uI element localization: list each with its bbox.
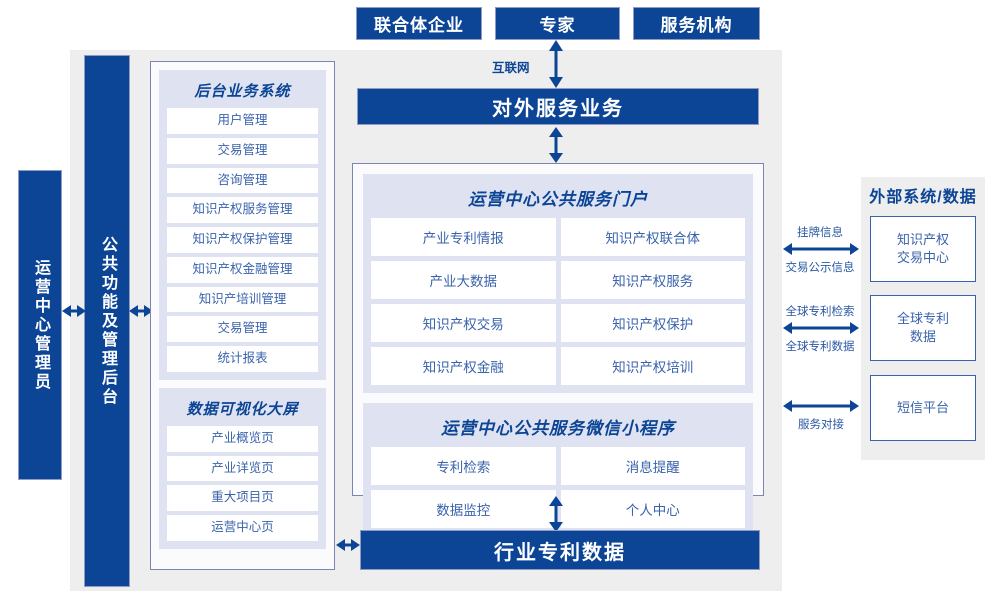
miniprogram-item[interactable]: 专利检索 — [371, 447, 556, 485]
portal-item[interactable]: 产业大数据 — [371, 261, 556, 299]
backend-item[interactable]: 知识产权金融管理 — [167, 256, 318, 283]
backend-item[interactable]: 知识产培训管理 — [167, 286, 318, 313]
external-box-ip-trading-center[interactable]: 知识产权 交易中心 — [870, 216, 976, 282]
internet-arrow — [548, 40, 564, 88]
backend-systems-panel: 后台业务系统 用户管理 交易管理 咨询管理 知识产权服务管理 知识产权保护管理 … — [150, 61, 335, 570]
admin-to-backend-arrow — [62, 303, 86, 319]
portal-item[interactable]: 知识产权保护 — [560, 304, 745, 342]
external-box-line2: 数据 — [909, 329, 936, 344]
connector-label-listing-info: 挂牌信息 — [797, 227, 843, 239]
data-visualization-group: 数据可视化大屏 产业概览页 产业详览页 重大项目页 运营中心页 — [159, 387, 326, 549]
visualization-item[interactable]: 产业详览页 — [167, 455, 318, 482]
miniprogram-item[interactable]: 消息提醒 — [560, 447, 745, 485]
portal-item[interactable]: 知识产权培训 — [560, 347, 745, 385]
miniprogram-item[interactable]: 个人中心 — [560, 490, 745, 528]
actor-box-consortium[interactable]: 联合体企业 — [356, 7, 482, 40]
connector-label-global-patent-search: 全球专利检索 — [785, 306, 855, 318]
actor-box-expert[interactable]: 专家 — [495, 7, 620, 40]
data-visualization-title: 数据可视化大屏 — [186, 400, 299, 418]
backend-to-panel-arrow — [129, 303, 153, 319]
external-service-bar[interactable]: 对外服务业务 — [357, 88, 759, 125]
visualization-item[interactable]: 重大项目页 — [167, 485, 318, 511]
backend-item[interactable]: 知识产权服务管理 — [167, 197, 318, 223]
portal-item[interactable]: 知识产权金融 — [371, 347, 556, 385]
external-box-line1: 知识产权 — [896, 232, 949, 248]
connector-label-trade-disclosure: 交易公示信息 — [785, 262, 855, 274]
backend-business-title: 后台业务系统 — [194, 83, 291, 100]
portal-item[interactable]: 知识产权交易 — [371, 304, 556, 342]
external-connector-arrow-3 — [783, 398, 859, 414]
external-box-line1: 短信平台 — [896, 400, 949, 416]
wechat-miniprogram-block: 运营中心公共服务微信小程序 专利检索 消息提醒 数据监控 个人中心 — [363, 403, 753, 536]
public-service-portal-block: 运营中心公共服务门户 产业专利情报 知识产权联合体 产业大数据 知识产权服务 知… — [363, 174, 753, 393]
rail-common-backend[interactable]: 公共功能及管理后台 — [84, 55, 130, 587]
external-connector-arrow-1 — [783, 241, 859, 257]
backend-item[interactable]: 用户管理 — [167, 108, 318, 134]
portal-item[interactable]: 产业专利情报 — [371, 218, 556, 256]
external-box-line1: 全球专利 — [896, 311, 949, 327]
portal-to-industry-data-arrow — [548, 496, 564, 532]
service-platform-panel: 运营中心公共服务门户 产业专利情报 知识产权联合体 产业大数据 知识产权服务 知… — [352, 163, 764, 536]
portal-item[interactable]: 知识产权服务 — [560, 261, 745, 299]
miniprogram-title: 运营中心公共服务微信小程序 — [441, 419, 675, 438]
internet-label: 互联网 — [492, 61, 530, 75]
backend-item[interactable]: 咨询管理 — [167, 167, 318, 194]
industry-patent-data-bar[interactable]: 行业专利数据 — [360, 530, 760, 570]
backend-item[interactable]: 知识产权保护管理 — [167, 227, 318, 253]
backend-item[interactable]: 交易管理 — [167, 316, 318, 342]
backend-item[interactable]: 交易管理 — [167, 137, 318, 164]
backend-to-industry-data-arrow — [336, 537, 360, 553]
backend-item[interactable]: 统计报表 — [167, 346, 318, 372]
service-to-portal-arrow — [548, 127, 564, 163]
rail-operations-admin[interactable]: 运营中心管理员 — [18, 170, 62, 480]
connector-label-service-integration: 服务对接 — [798, 419, 844, 431]
portal-item[interactable]: 知识产权联合体 — [560, 218, 745, 256]
external-box-sms-platform[interactable]: 短信平台 — [870, 375, 976, 441]
visualization-item[interactable]: 产业概览页 — [167, 425, 318, 452]
external-box-global-patent-data[interactable]: 全球专利 数据 — [870, 295, 976, 361]
visualization-item[interactable]: 运营中心页 — [167, 515, 318, 541]
external-box-line2: 交易中心 — [896, 250, 949, 265]
external-systems-title: 外部系统/数据 — [869, 189, 977, 206]
actor-box-service-org[interactable]: 服务机构 — [633, 7, 760, 40]
miniprogram-item[interactable]: 数据监控 — [371, 490, 556, 528]
portal-title: 运营中心公共服务门户 — [468, 190, 648, 209]
backend-business-group: 后台业务系统 用户管理 交易管理 咨询管理 知识产权服务管理 知识产权保护管理 … — [159, 70, 326, 380]
connector-label-global-patent-data: 全球专利数据 — [785, 341, 855, 353]
external-connector-arrow-2 — [783, 320, 859, 336]
